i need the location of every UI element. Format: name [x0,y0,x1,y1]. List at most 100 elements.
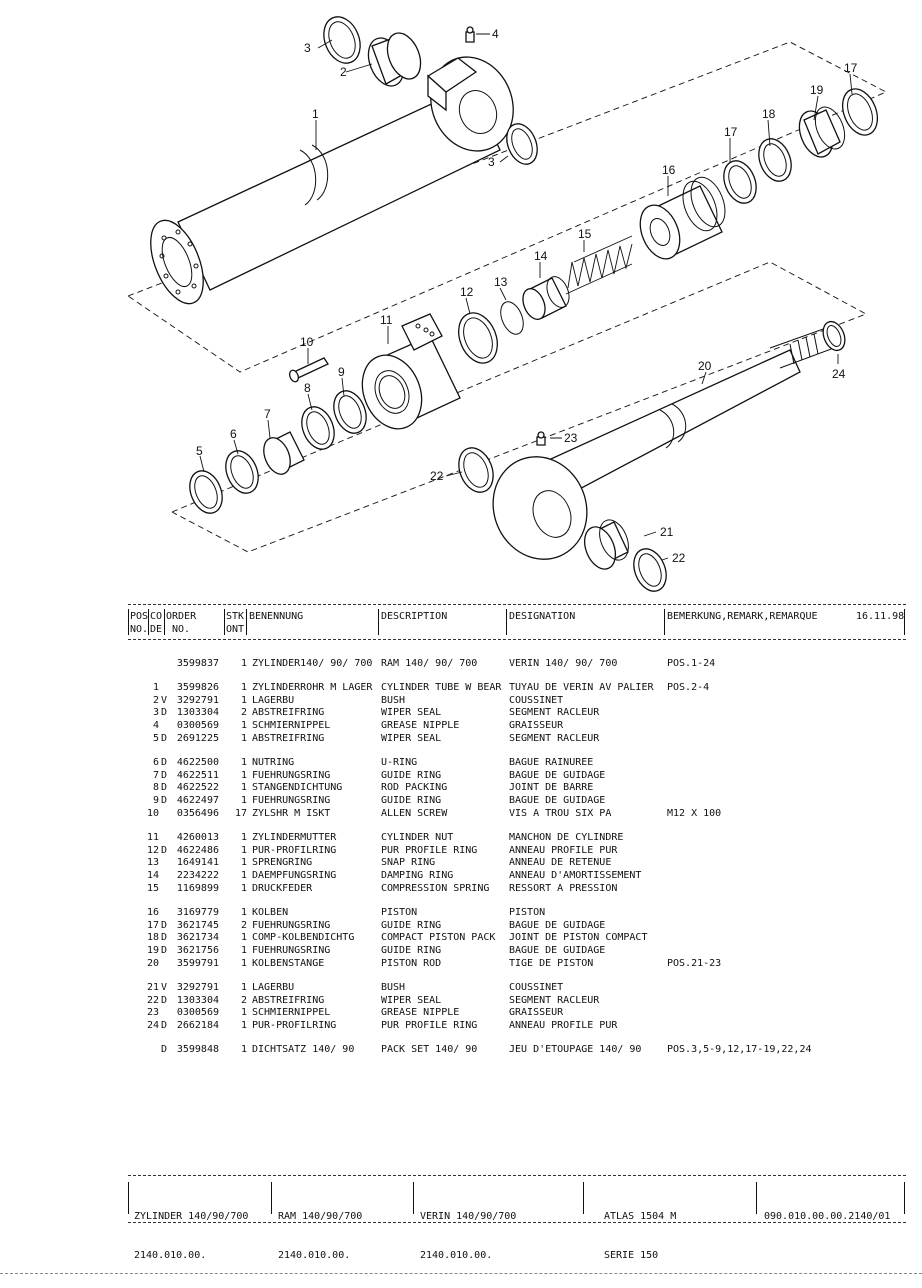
cell-pos: 24 [146,1020,159,1032]
cell-name: PUR-PROFILRING [252,1020,337,1032]
callout-8: 8 [304,381,311,395]
cell-order-number: 1649141 [176,857,219,869]
header-code: CO [150,611,163,622]
callout-5: 5 [196,444,203,458]
footer-de-number: 2140.010.00. [134,1250,207,1261]
damping-ring-part-14 [522,276,570,320]
cell-description: PUR PROFILE RING [381,1020,478,1032]
footer-doc: 090.010.00.00.2140/01 [764,1184,890,1249]
callout-2: 2 [340,65,347,79]
cell-description: WIPER SEAL [381,732,442,744]
cell-name: KOLBENSTANGE [252,957,325,969]
callout-11: 11 [380,313,393,327]
cell-description: WIPER SEAL [381,707,442,719]
cell-quantity: 1 [240,658,247,669]
footer-model: ATLAS 1504 M SERIE 150 [604,1184,676,1288]
cell-name: FUEHRUNGSRING [252,795,331,807]
cell-quantity: 2 [240,707,247,719]
callout-12: 12 [460,285,474,299]
cell-name: COMP-KOLBENDICHTG [252,932,355,944]
header-code-2: DE [150,624,163,635]
col-divider [664,609,665,635]
cell-quantity: 1 [240,1020,247,1032]
header-designation: DESIGNATION [509,611,576,622]
wiper-seal-part-3b [506,123,538,165]
cell-pos: 4 [152,720,159,732]
cell-pos: 5 [152,732,159,744]
cell-remark: POS.2-4 [667,681,710,693]
cell-description: GREASE NIPPLE [381,720,460,732]
assembly-line-lower [171,261,868,553]
cell-order-number: 3621745 [176,919,219,931]
cell-designation: MANCHON DE CYLINDRE [509,831,624,843]
cylinder-tube [150,56,514,305]
cell-code: D [161,932,168,944]
cell-name: ABSTREIFRING [252,994,325,1006]
callout-23: 23 [564,431,578,445]
cell-pos: 17 [146,919,159,931]
cell-code: D [161,844,168,856]
wiper-seal-part-3a [323,16,361,64]
cell-quantity: 1 [240,844,247,856]
cell-code: D [161,919,168,931]
cell-pos: 11 [146,831,159,843]
footer-de-name: ZYLINDER 140/90/700 [134,1211,249,1222]
cell-pos: 7 [152,769,159,781]
cell-quantity: 1 [240,945,247,957]
snap-ring-part-13 [500,301,524,335]
cell-designation: BAGUE DE GUIDAGE [509,945,606,957]
cell-designation: ANNEAU DE RETENUE [509,857,612,869]
cell-order-number: 1303304 [176,994,219,1006]
cell-order-number: 3599791 [176,957,219,969]
header-name: BENENNUNG [249,611,304,622]
cell-code: D [161,782,168,794]
footer-fr: VERIN 140/90/700 2140.010.00. [420,1184,516,1288]
callout-6: 6 [230,427,237,441]
cell-order-number: 0300569 [176,1007,219,1019]
cell-remark: POS.21-23 [667,957,722,969]
cell-description: BUSH [381,694,406,706]
cell-pos: 15 [146,882,159,894]
footer-en-number: 2140.010.00. [278,1250,351,1261]
cell-designation: SEGMENT RACLEUR [509,732,600,744]
wiper-seal-part-5 [189,470,223,514]
cell-order-number: 1169899 [176,882,219,894]
cell-order-number: 3599848 [176,1043,219,1055]
cell-order-number: 3621756 [176,945,219,957]
group-spacer [128,821,906,832]
parts-table: POS NO. CO DE ORDER NO. STK ONT BENENNUN… [128,604,906,1057]
cell-description: SNAP RING [381,857,436,869]
cell-quantity: 1 [240,957,247,969]
cell-name: PUR-PROFILRING [252,844,337,856]
cell-order-number: 2234222 [176,870,219,882]
cell-pos: 2 [152,694,159,706]
cell-quantity: 1 [240,720,247,732]
cell-pos: 13 [146,857,159,869]
cell-designation: BAGUE DE GUIDAGE [509,769,606,781]
col-divider [904,609,905,635]
cell-pos: 19 [146,945,159,957]
cell-order-number: 4622497 [176,795,219,807]
callout-4: 4 [492,27,499,41]
footer-divider [128,1182,129,1214]
callout-22a: 22 [430,469,444,483]
guide-ring-part-7 [263,431,305,475]
footer-en-name: RAM 140/90/700 [278,1211,363,1222]
title-block: ZYLINDER 140/90/700 2140.010.00. RAM 140… [128,1175,906,1261]
header-order-2: NO. [172,624,191,635]
cell-name: FUEHRUNGSRING [252,769,331,781]
cell-name: ABSTREIFRING [252,732,325,744]
cell-quantity: 1 [240,882,247,894]
cell-pos: 22 [146,994,159,1006]
cell-description: COMPRESSION SPRING [381,882,490,894]
